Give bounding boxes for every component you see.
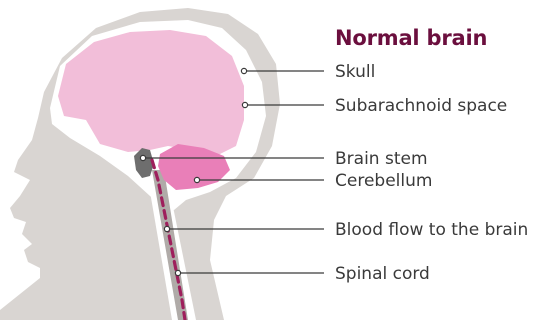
dot-brain-stem — [140, 155, 145, 160]
label-brain-stem: Brain stem — [335, 149, 428, 169]
dot-blood-flow — [164, 226, 169, 231]
dot-spinal-cord — [175, 270, 180, 275]
dot-skull — [241, 68, 246, 73]
label-skull: Skull — [335, 62, 375, 82]
label-cerebellum: Cerebellum — [335, 171, 432, 191]
dot-cerebellum — [194, 177, 199, 182]
label-spinal-cord: Spinal cord — [335, 264, 430, 284]
label-subarachnoid-space: Subarachnoid space — [335, 96, 507, 116]
diagram-title: Normal brain — [335, 26, 487, 50]
dot-subarachnoid — [242, 102, 247, 107]
label-blood-flow: Blood flow to the brain — [335, 220, 528, 240]
